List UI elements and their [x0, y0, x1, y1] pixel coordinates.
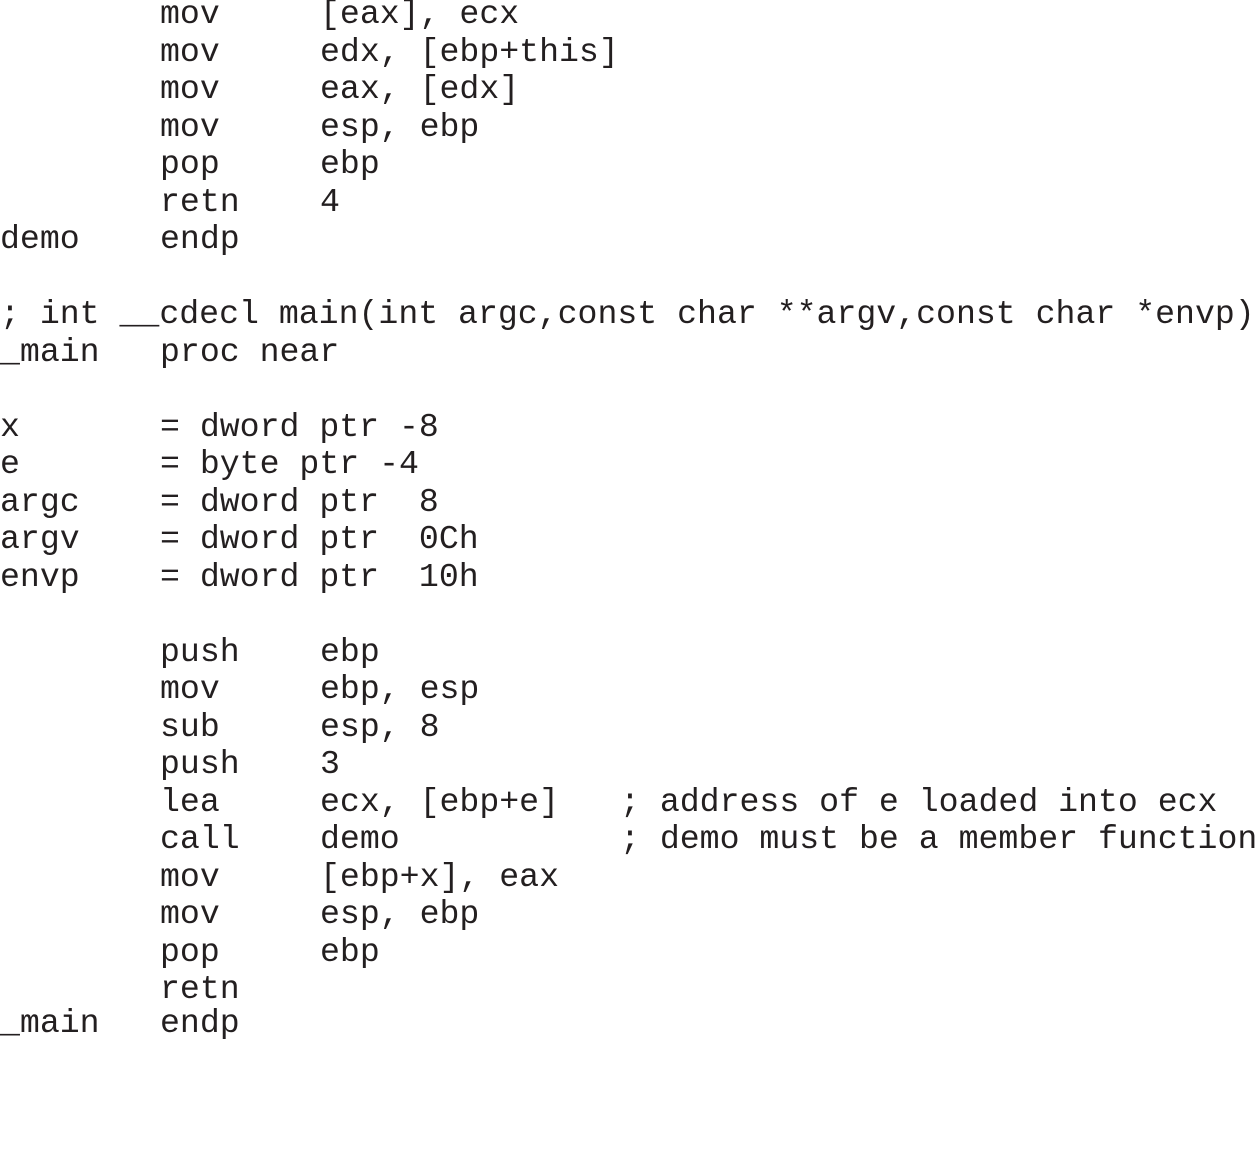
disassembly-listing: mov [eax], ecx mov edx, [ebp+this] mov e… [0, 0, 1260, 1042]
instruction-mnemonic: lea [160, 782, 220, 821]
instruction-mnemonic: push [160, 632, 240, 671]
variable-definition: = dword ptr 10h [160, 557, 479, 596]
code-comment: ; address of e loaded into ecx [620, 782, 1218, 821]
proc-directive: proc near [160, 332, 340, 371]
code-line: mov [eax], ecx [0, 0, 1260, 33]
instruction-mnemonic: mov [160, 107, 220, 146]
instruction-operands: [ebp+x], eax [320, 857, 559, 896]
instruction-operands: demo [320, 820, 400, 858]
variable-name: e [0, 445, 20, 483]
instruction-mnemonic: endp [160, 1004, 240, 1042]
stack-variable-line: e = byte ptr -4 [0, 445, 1260, 483]
code-line: pop ebp [0, 933, 1260, 971]
instruction-mnemonic: mov [160, 70, 220, 108]
stack-variable-line: argv = dword ptr 0Ch [0, 520, 1260, 558]
function-signature-comment: ; int __cdecl main(int argc,const char *… [0, 295, 1260, 333]
code-line: retn 4 [0, 183, 1260, 221]
proc-label: _main [0, 1004, 100, 1042]
code-line: mov esp, ebp [0, 895, 1260, 933]
code-line: mov edx, [ebp+this] [0, 33, 1260, 71]
instruction-operands: ebp [320, 632, 380, 671]
instruction-mnemonic: mov [160, 670, 220, 708]
instruction-mnemonic: mov [160, 895, 220, 933]
instruction-operands: 3 [320, 745, 340, 783]
instruction-operands: ebp, esp [320, 670, 480, 708]
instruction-mnemonic: mov [160, 857, 220, 896]
instruction-operands: esp, ebp [320, 107, 480, 146]
variable-name: argv [0, 520, 80, 558]
instruction-operands: ebp [320, 145, 380, 183]
instruction-mnemonic: sub [160, 707, 220, 746]
instruction-mnemonic: retn [160, 182, 240, 221]
variable-definition: = dword ptr -8 [160, 407, 439, 446]
stack-variable-line: envp = dword ptr 10h [0, 558, 1260, 596]
instruction-operands: eax, [edx] [320, 70, 520, 108]
code-line: retn [0, 970, 1260, 1008]
instruction-operands: ecx, [ebp+e] [320, 782, 559, 821]
proc-label: demo [0, 220, 80, 258]
code-line: lea ecx, [ebp+e] ; address of e loaded i… [0, 783, 1260, 821]
code-line: mov ebp, esp [0, 670, 1260, 708]
instruction-operands: esp, 8 [320, 707, 440, 746]
code-line: mov esp, ebp [0, 108, 1260, 146]
proc-label: _main [0, 332, 100, 371]
instruction-operands: [eax], ecx [320, 0, 520, 33]
code-line: mov [ebp+x], eax [0, 858, 1260, 896]
signature-text: ; int __cdecl main(int argc,const char *… [0, 295, 1255, 333]
code-line: push 3 [0, 745, 1260, 783]
variable-name: argc [0, 482, 80, 521]
instruction-operands: 4 [320, 182, 340, 221]
instruction-mnemonic: retn [160, 970, 240, 1008]
variable-name: envp [0, 557, 80, 596]
variable-name: x [0, 407, 20, 446]
instruction-mnemonic: mov [160, 32, 220, 71]
variable-definition: = dword ptr 0Ch [160, 520, 479, 558]
code-line: push ebp [0, 633, 1260, 671]
instruction-operands: ebp [320, 932, 380, 971]
instruction-mnemonic: push [160, 745, 240, 783]
instruction-mnemonic: call [160, 820, 240, 858]
code-line: call demo ; demo must be a member functi… [0, 820, 1260, 858]
code-line: _main proc near [0, 333, 1260, 371]
code-line: demo endp [0, 220, 1260, 258]
code-line: pop ebp [0, 145, 1260, 183]
instruction-mnemonic: endp [160, 220, 240, 258]
instruction-mnemonic: mov [160, 0, 220, 33]
code-line: _main endp [0, 1004, 1260, 1042]
instruction-mnemonic: pop [160, 145, 220, 183]
stack-variable-line: x = dword ptr -8 [0, 408, 1260, 446]
instruction-operands: edx, [ebp+this] [320, 32, 619, 71]
code-line: sub esp, 8 [0, 708, 1260, 746]
stack-variable-line: argc = dword ptr 8 [0, 483, 1260, 521]
code-comment: ; demo must be a member function [620, 820, 1258, 858]
variable-definition: = dword ptr 8 [160, 482, 439, 521]
variable-definition: = byte ptr -4 [160, 445, 419, 483]
instruction-operands: esp, ebp [320, 895, 480, 933]
instruction-mnemonic: pop [160, 932, 220, 971]
code-line: mov eax, [edx] [0, 70, 1260, 108]
